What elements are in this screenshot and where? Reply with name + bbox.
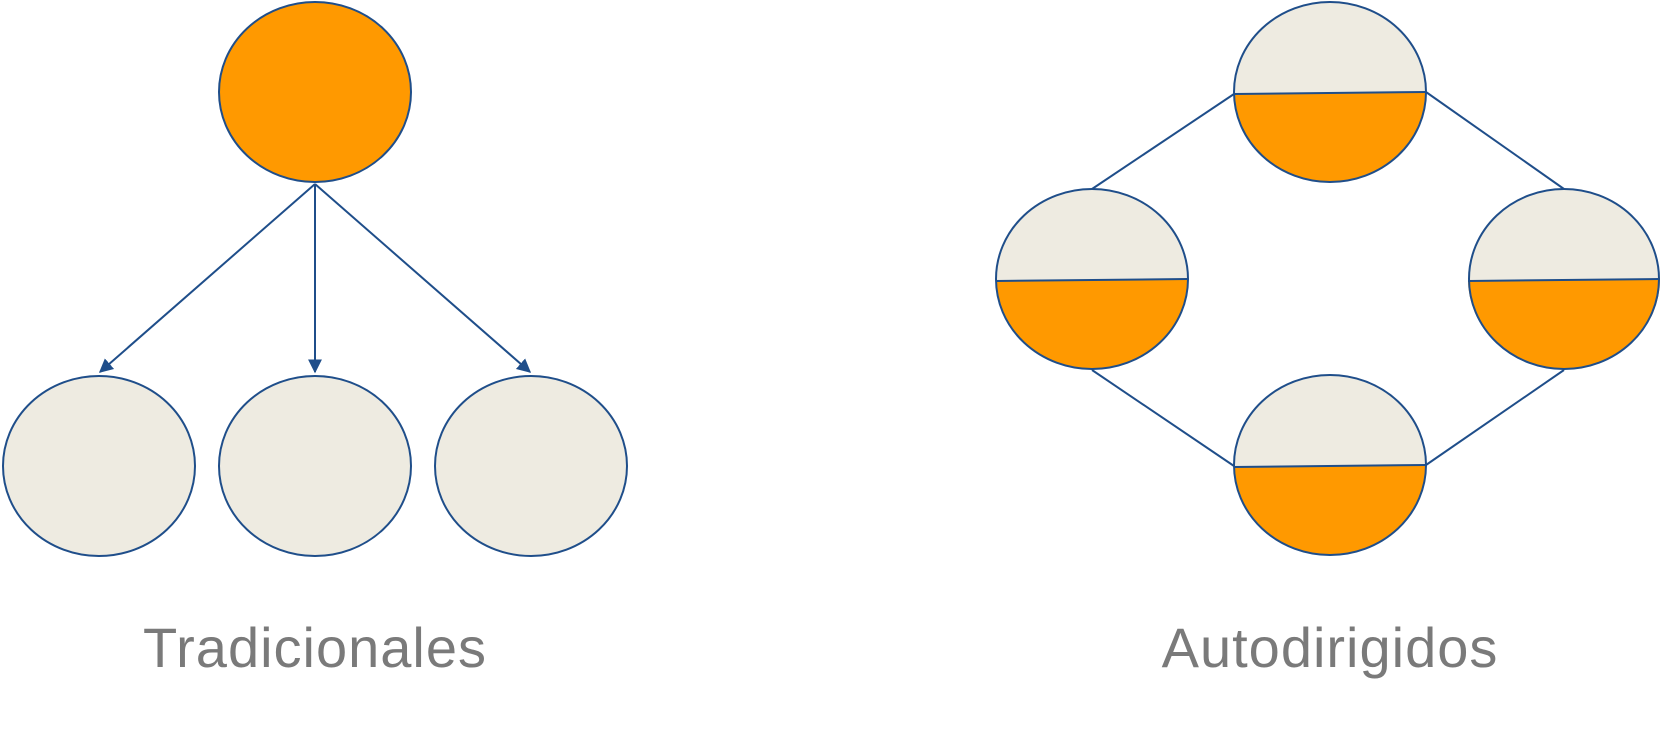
link-right-to-bottom <box>1425 369 1565 466</box>
leader-node <box>218 1 412 183</box>
member-node-2 <box>218 375 412 557</box>
arrow-leader-to-member-3 <box>314 183 532 373</box>
traditional-team-diagram <box>2 1 628 557</box>
self-directed-node-top <box>1233 1 1427 183</box>
arrow-leader-to-member-1 <box>98 183 316 373</box>
link-left-to-bottom <box>1091 369 1235 467</box>
member-node-3 <box>434 375 628 557</box>
member-node-1 <box>2 375 196 557</box>
self-directed-node-right <box>1467 188 1660 370</box>
self-directed-caption: Autodirigidos <box>1161 616 1499 679</box>
self-directed-node-bottom <box>1233 374 1427 556</box>
link-left-to-top <box>1091 93 1235 190</box>
link-top-to-right <box>1425 91 1565 190</box>
self-directed-node-left <box>995 188 1189 370</box>
traditional-caption: Tradicionales <box>143 616 487 679</box>
self-directed-team-diagram <box>995 1 1660 556</box>
